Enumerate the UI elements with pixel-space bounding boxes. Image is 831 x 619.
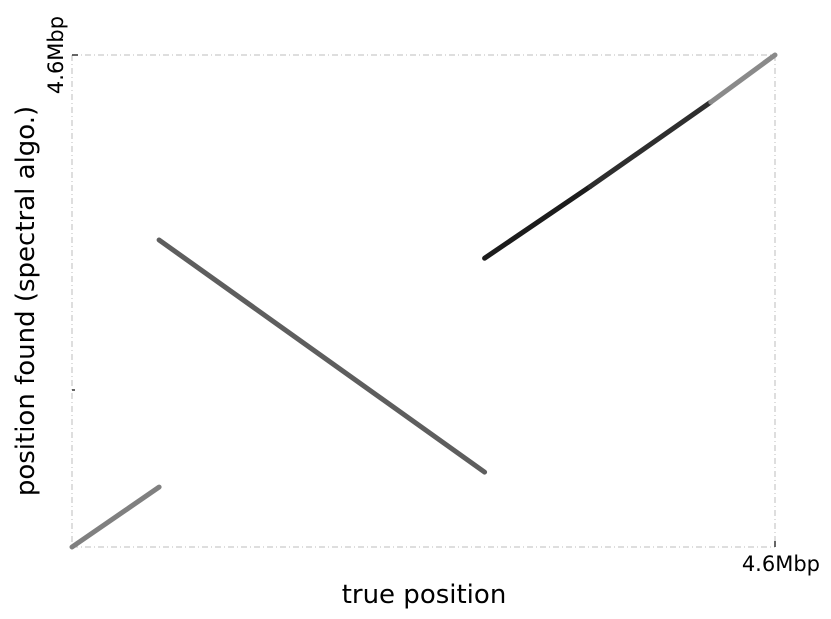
series-line-3: [482, 184, 593, 261]
series-line-2: [156, 237, 488, 475]
y-tick-label: 4.6Mbp: [44, 16, 68, 94]
x-tick-label: 4.6Mbp: [742, 552, 820, 576]
series-line-5: [708, 52, 778, 105]
x-axis-label: true position: [342, 580, 507, 610]
series-layer: [69, 52, 778, 550]
plot-area: [71, 54, 776, 548]
y-axis-label: position found (spectral algo.): [11, 106, 41, 496]
series-line-1: [69, 484, 162, 550]
series-line-4: [587, 99, 714, 190]
